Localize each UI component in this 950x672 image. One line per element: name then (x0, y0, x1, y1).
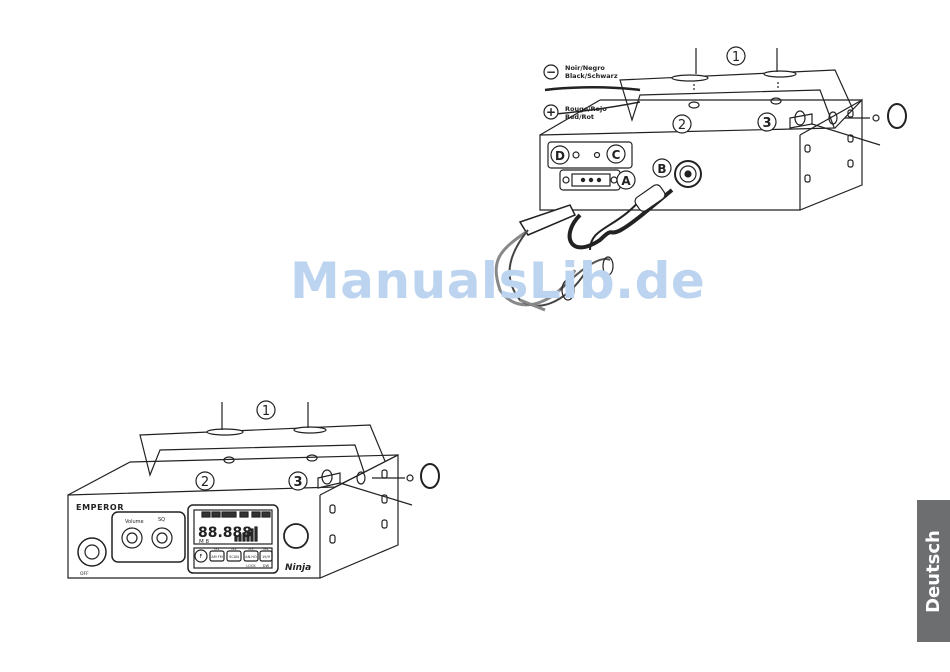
model-label: Ninja (285, 563, 311, 573)
button-top-m4: M4 (263, 547, 269, 551)
brand-label: EMPEROR (76, 503, 124, 512)
button-bottom-lock: LOCK (246, 564, 256, 568)
callout-1-bottom: 1 (262, 404, 270, 419)
callout-3-top: 3 (762, 116, 771, 131)
callout-a: A (621, 174, 631, 188)
off-label: OFF (80, 571, 89, 577)
wire-positive-symbol: + (546, 105, 556, 119)
wire-negative-label-1: Noir/Negro (565, 64, 605, 72)
button-anho: AN.HO (245, 555, 257, 559)
knob-sq-label: SQ (158, 517, 165, 523)
language-tab: Deutsch (917, 500, 950, 642)
lcd-sub: M 8 (199, 539, 209, 545)
callout-c: C (612, 148, 621, 162)
callout-3-bottom: 3 (293, 475, 302, 490)
wire-negative-label-2: Black/Schwarz (565, 72, 618, 80)
button-amfm: AM FM (211, 555, 223, 559)
button-top-m1: M1 (214, 547, 219, 551)
language-tab-label: Deutsch (923, 530, 944, 613)
button-top-m2: M2 (231, 547, 236, 551)
button-top-m3: M3 (248, 547, 253, 551)
callout-2-top: 2 (678, 118, 686, 133)
button-f: F (200, 554, 203, 560)
callout-b: B (657, 162, 666, 176)
bottom-diagram (68, 402, 439, 578)
callout-1-top: 1 (732, 50, 740, 65)
callout-d: D (555, 149, 565, 163)
watermark: ManualsLib.de (290, 252, 670, 310)
button-bottom-dw: DW (263, 564, 270, 568)
knob-volume-label: Volume (125, 519, 144, 525)
callout-2-bottom: 2 (201, 475, 209, 490)
wire-positive-label-1: Rouge/Rojo (565, 105, 607, 113)
wire-negative-symbol: − (546, 65, 556, 79)
wire-labels: − Noir/Negro Black/Schwarz + Rouge/Rojo … (544, 64, 618, 121)
wire-positive-label-2: Red/Rot (565, 113, 594, 121)
button-scan: SCAN (229, 555, 239, 559)
button-199: 19/9 (262, 555, 270, 559)
